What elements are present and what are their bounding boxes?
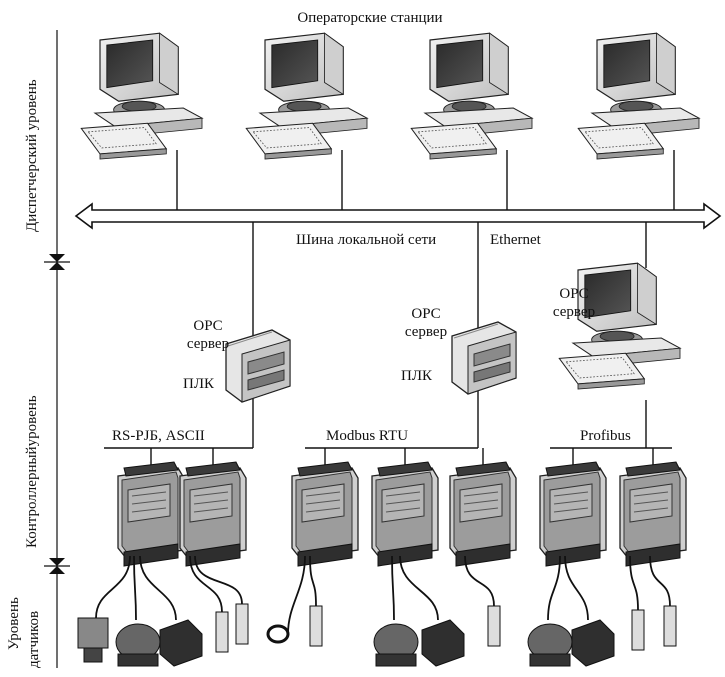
sensor-cable-2 — [133, 555, 137, 621]
level-divider-arrow-up — [49, 262, 65, 270]
level-divider-arrow-up — [49, 566, 65, 574]
probe-sensor — [235, 603, 249, 645]
fieldbus-1-label: RS-РЈБ, ASCII — [112, 428, 205, 444]
io-module-6 — [539, 461, 607, 567]
plc-device-2 — [451, 321, 517, 395]
probe-sensor — [631, 609, 645, 651]
valve-body — [83, 647, 103, 663]
fieldbus-2-label: Modbus RTU — [326, 428, 409, 444]
ethernet-bus — [74, 202, 722, 230]
level-divider-arrow-down — [49, 254, 65, 262]
sensor-cable-3 — [139, 555, 177, 621]
sensor-cable-4 — [189, 555, 223, 613]
valve-sensor — [77, 617, 109, 649]
operator-station-1 — [80, 32, 203, 160]
sensor-cable-8 — [391, 555, 395, 621]
pump-base — [529, 653, 571, 667]
opc-server-1-label-line1: OPC — [193, 318, 223, 334]
opc-server-2-label-line1: OPC — [411, 306, 441, 322]
fieldbus-3-label: Profibus — [580, 428, 631, 444]
bus-protocol-label: Ethernet — [490, 232, 541, 248]
pump-base — [375, 653, 417, 667]
probe-sensor — [215, 611, 229, 653]
opc-server-computer — [558, 262, 681, 390]
opc-server-3-label-line2: сервер — [552, 304, 596, 320]
io-module-5 — [449, 461, 517, 567]
ring-sensor — [266, 624, 290, 644]
level-divider-arrow-down — [49, 558, 65, 566]
sensor-cable-10 — [464, 555, 495, 607]
operator-station-3 — [410, 32, 533, 160]
sensor-cable-1 — [95, 555, 131, 619]
plc-1-label: ПЛК — [183, 376, 215, 392]
probe-sensor — [309, 605, 323, 647]
pump-base — [117, 653, 159, 667]
sensor-cable-14 — [649, 555, 671, 607]
io-module-1 — [117, 461, 185, 567]
io-module-7 — [619, 461, 687, 567]
diagram-title: Операторские станции — [297, 10, 443, 26]
sensor-level-label-line1: Уровень — [6, 597, 22, 650]
io-module-2 — [179, 461, 247, 567]
probe-sensor — [487, 605, 501, 647]
motor-sensor — [421, 619, 465, 667]
io-module-3 — [291, 461, 359, 567]
probe-sensor — [663, 605, 677, 647]
sensor-cable-12 — [564, 555, 589, 621]
sensor-cable-13 — [629, 555, 639, 611]
sensor-level-label-line2: датчиков — [26, 610, 42, 668]
motor-sensor — [159, 619, 203, 667]
plc-2-label: ПЛК — [401, 368, 433, 384]
sensor-cable-7 — [309, 555, 317, 607]
io-module-4 — [371, 461, 439, 567]
sensor-cable-11 — [547, 555, 561, 621]
motor-sensor — [571, 619, 615, 667]
opc-server-2-label-line2: сервер — [404, 324, 448, 340]
dispatch-level-label: Диспетчерский уровень — [24, 79, 40, 232]
opc-server-3-label-line1: OPC — [559, 286, 589, 302]
opc-server-1-label-line2: сервер — [186, 336, 230, 352]
sensor-cable-9 — [399, 555, 439, 621]
operator-station-2 — [245, 32, 368, 160]
sensor-cable-5 — [194, 555, 243, 605]
operator-station-4 — [577, 32, 700, 160]
sensor-cable-6 — [287, 555, 306, 635]
bus-label: Шина локальной сети — [296, 232, 437, 248]
controller-level-label: Контроллерныйуровень — [24, 395, 40, 548]
